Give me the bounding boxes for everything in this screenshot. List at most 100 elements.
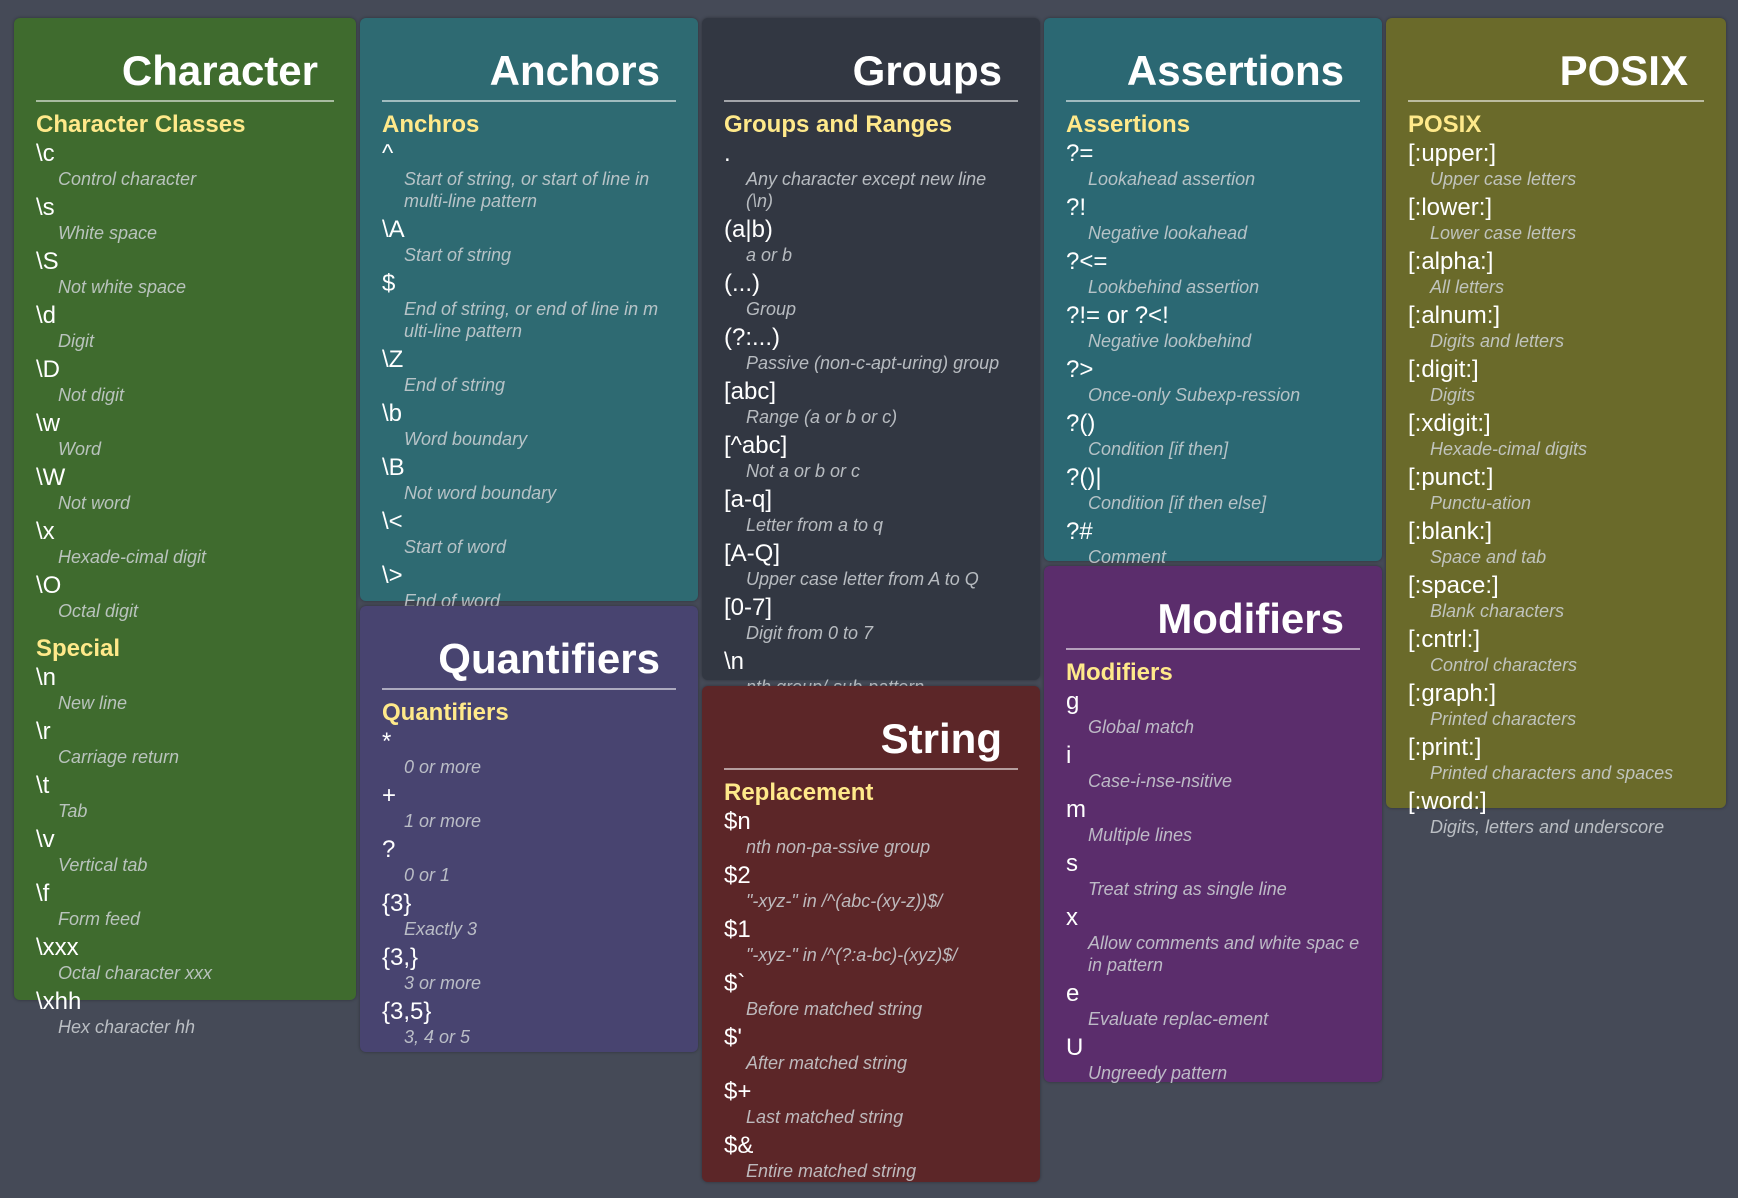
syntax-description: Blank characters <box>1430 601 1565 622</box>
syntax-description: Octal character xxx <box>58 963 213 984</box>
syntax-description: Hex character hh <box>58 1017 196 1038</box>
syntax-token: [a-q] <box>724 486 773 514</box>
syntax-token: {3,5} <box>382 998 432 1026</box>
section-title: POSIX <box>1408 111 1482 139</box>
syntax-description: Printed characters <box>1430 709 1577 730</box>
syntax-token: [:cntrl:] <box>1408 626 1481 654</box>
syntax-token: ?<= <box>1066 248 1108 276</box>
syntax-token: {3,} <box>382 944 419 972</box>
syntax-description: 1 or more <box>404 811 482 832</box>
syntax-token: $' <box>724 1024 742 1052</box>
syntax-description: After matched string <box>746 1053 908 1074</box>
syntax-token: U <box>1066 1034 1084 1062</box>
syntax-description: 0 or more <box>404 757 482 778</box>
syntax-description: Digits and letters <box>1430 331 1565 352</box>
syntax-description: Not digit <box>58 385 125 406</box>
syntax-description: a or b <box>746 245 793 266</box>
section: Assertions?=Lookahead assertion?!Negativ… <box>1066 110 1360 568</box>
syntax-token: \xhh <box>36 988 82 1016</box>
syntax-token: $& <box>724 1132 754 1160</box>
card-title: Anchors <box>382 26 676 103</box>
syntax-token: i <box>1066 742 1072 770</box>
section-title: Modifiers <box>1066 659 1173 687</box>
syntax-description: 0 or 1 <box>404 865 451 886</box>
syntax-token: \n <box>724 648 745 676</box>
syntax-description: Space and tab <box>1430 547 1547 568</box>
syntax-description: Vertical tab <box>58 855 148 876</box>
syntax-token: {3} <box>382 890 412 918</box>
syntax-token: \xxx <box>36 934 79 962</box>
syntax-token: ?!= or ?<! <box>1066 302 1169 330</box>
card-title: Quantifiers <box>382 614 676 691</box>
syntax-description: Negative lookbehind <box>1088 331 1252 352</box>
section-title: Assertions <box>1066 111 1191 139</box>
syntax-description: Range (a or b or c) <box>746 407 898 428</box>
syntax-token: + <box>382 782 397 810</box>
syntax-token: [:upper:] <box>1408 140 1497 168</box>
section-title: Special <box>36 635 121 663</box>
syntax-description: Start of string, or start of line in mul… <box>404 169 650 212</box>
syntax-token: m <box>1066 796 1086 824</box>
syntax-token: (a|b) <box>724 216 773 244</box>
syntax-description: Ungreedy pattern <box>1088 1063 1228 1084</box>
syntax-description: Comment <box>1088 547 1167 568</box>
syntax-description: Any character except new line (\n) <box>746 169 987 212</box>
syntax-token: \r <box>36 718 51 746</box>
card-title: Character <box>36 26 334 103</box>
syntax-token: [:alnum:] <box>1408 302 1501 330</box>
syntax-token: $` <box>724 970 746 998</box>
syntax-description: Exactly 3 <box>404 919 478 940</box>
syntax-description: New line <box>58 693 128 714</box>
card-title: String <box>724 694 1018 771</box>
syntax-token: x <box>1066 904 1078 932</box>
syntax-description: Control characters <box>1430 655 1578 676</box>
syntax-token: [^abc] <box>724 432 788 460</box>
syntax-token: [:punct:] <box>1408 464 1494 492</box>
syntax-token: \v <box>36 826 55 854</box>
syntax-token: s <box>1066 850 1078 878</box>
syntax-token: [:print:] <box>1408 734 1482 762</box>
syntax-token: e <box>1066 980 1080 1008</box>
section: Groups and Ranges.Any character except n… <box>724 110 1018 698</box>
syntax-description: Punctu-ation <box>1430 493 1532 514</box>
syntax-token: ^ <box>382 140 394 168</box>
syntax-description: Digit <box>58 331 95 352</box>
syntax-description: Lookbehind assertion <box>1088 277 1260 298</box>
syntax-token: \B <box>382 454 405 482</box>
syntax-description: Word <box>58 439 102 460</box>
syntax-description: Treat string as single line <box>1088 879 1287 900</box>
syntax-token: $ <box>382 270 396 298</box>
syntax-token: \> <box>382 562 403 590</box>
card-title: Modifiers <box>1066 574 1360 651</box>
syntax-description: Global match <box>1088 717 1195 738</box>
syntax-description: Once-only Subexp-ression <box>1088 385 1301 406</box>
syntax-description: 3, 4 or 5 <box>404 1027 471 1048</box>
syntax-token: (?:...) <box>724 324 781 352</box>
syntax-description: Case-i-nse-nsitive <box>1088 771 1233 792</box>
syntax-description: Condition [if then else] <box>1088 493 1267 514</box>
syntax-description: Lookahead assertion <box>1088 169 1256 190</box>
syntax-description: nth non-pa-ssive group <box>746 837 931 858</box>
syntax-description: Octal digit <box>58 601 139 622</box>
syntax-description: All letters <box>1430 277 1505 298</box>
syntax-token: ?# <box>1066 518 1093 546</box>
section: POSIX[:upper:]Upper case letters[:lower:… <box>1408 110 1704 838</box>
syntax-token: \S <box>36 248 59 276</box>
syntax-description: End of string, or end of line in m ulti-… <box>404 299 659 342</box>
syntax-description: Passive (non-c-apt-uring) group <box>746 353 1000 374</box>
card-title: Assertions <box>1066 26 1360 103</box>
syntax-token: (...) <box>724 270 760 298</box>
syntax-token: \n <box>36 664 57 692</box>
section-title: Replacement <box>724 779 874 807</box>
syntax-token: $1 <box>724 916 751 944</box>
syntax-token: [:blank:] <box>1408 518 1493 546</box>
syntax-description: Not white space <box>58 277 187 298</box>
syntax-description: Hexade-cimal digit <box>58 547 207 568</box>
syntax-description: Hexade-cimal digits <box>1430 439 1588 460</box>
section: Quantifiers*0 or more+1 or more?0 or 1{3… <box>382 698 676 1048</box>
syntax-token: . <box>724 140 731 168</box>
syntax-token: \c <box>36 140 55 168</box>
